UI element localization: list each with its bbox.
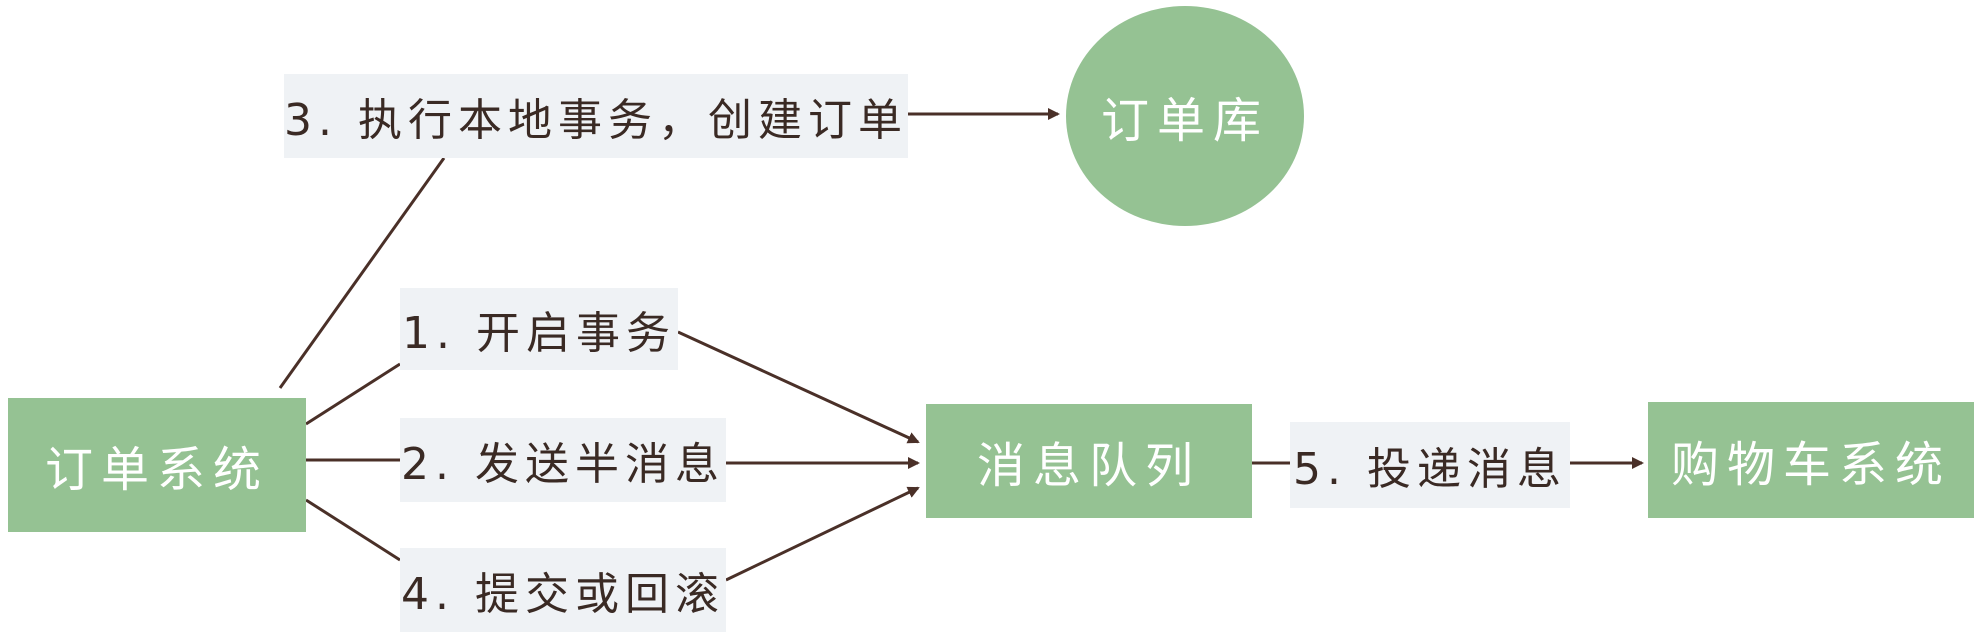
node-cart-system: 购物车系统 <box>1648 402 1974 518</box>
node-message-queue: 消息队列 <box>926 404 1252 518</box>
step5-label: 5. 投递消息 <box>1290 422 1570 508</box>
step2-label: 2. 发送半消息 <box>400 418 726 502</box>
arrow-step4-to-message-queue <box>725 486 920 582</box>
step3-label: 3. 执行本地事务，创建订单 <box>284 74 908 158</box>
connector-order-system-to-step3 <box>278 157 446 389</box>
arrow-step1-to-message-queue <box>677 330 920 444</box>
node-order-db: 订单库 <box>1066 6 1304 226</box>
step4-label: 4. 提交或回滚 <box>400 548 726 632</box>
step1-label: 1. 开启事务 <box>400 288 678 370</box>
connector-order-system-to-step1 <box>305 362 401 426</box>
node-order-system: 订单系统 <box>8 398 306 532</box>
connector-order-system-to-step4 <box>305 498 401 562</box>
